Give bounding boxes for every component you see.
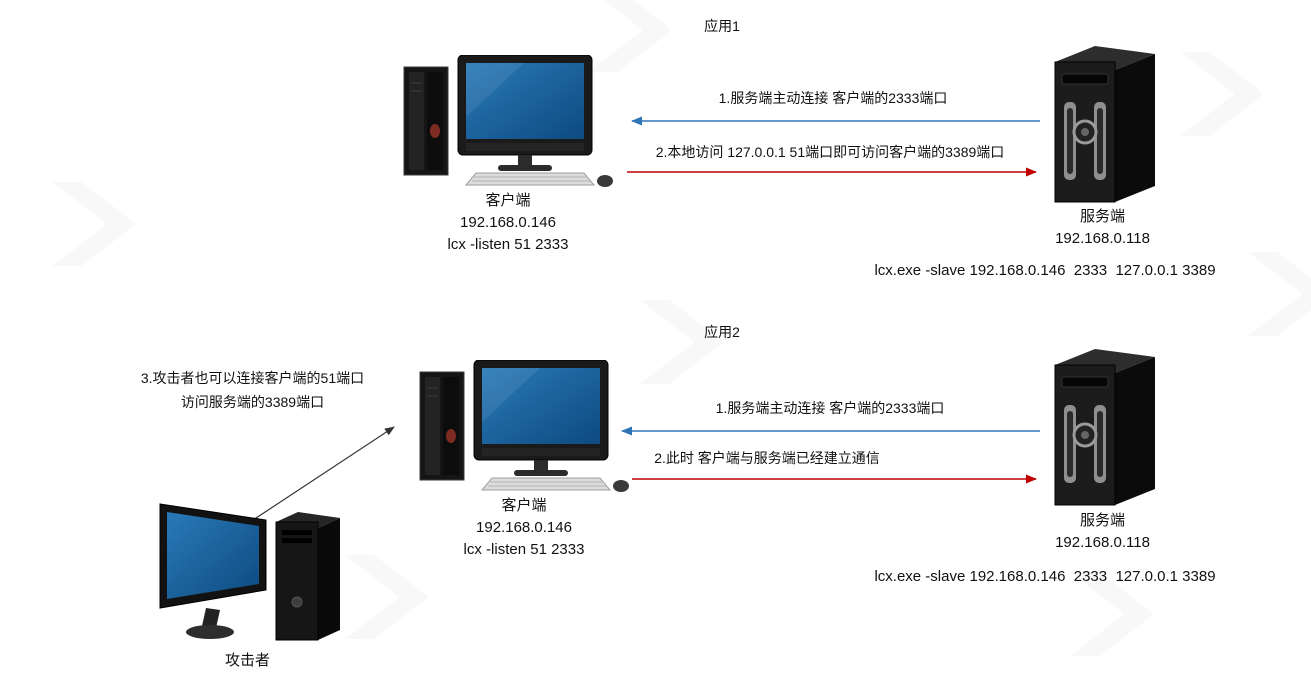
app1-server-caption: 服务端 192.168.0.118 — [1030, 206, 1175, 250]
app1-client-computer — [402, 55, 614, 187]
server-tower-icon — [1054, 349, 1155, 506]
tower-icon — [419, 371, 465, 481]
app1-server-command: lcx.exe -slave 192.168.0.146 2333 127.0.… — [874, 262, 1216, 279]
app2-client-computer — [418, 360, 630, 492]
app2-red-arrow-label: 2.此时 客户端与服务端已经建立通信 — [654, 450, 880, 466]
monitor-icon — [473, 360, 609, 476]
tower-icon — [403, 66, 449, 176]
app2-attacker-computer — [158, 490, 353, 652]
background-chevron — [1180, 52, 1264, 136]
desktop-computer-icon — [403, 55, 613, 187]
desktop-computer-icon — [419, 360, 629, 492]
monitor-icon — [457, 55, 593, 171]
monitor-icon — [159, 503, 267, 639]
app2-client-command: lcx -listen 51 2333 — [463, 541, 585, 558]
app2-server — [1040, 343, 1165, 511]
background-chevron — [52, 182, 136, 266]
mouse-icon — [613, 480, 629, 492]
app2-blue-arrow-label: 1.服务端主动连接 客户端的2333端口 — [715, 400, 945, 416]
app2-client-name: 客户端 — [501, 497, 547, 514]
app2-attacker-name: 攻击者 — [224, 652, 270, 669]
app2-client-caption: 客户端 192.168.0.146 lcx -listen 51 2333 — [414, 495, 634, 561]
app1-client-caption: 客户端 192.168.0.146 lcx -listen 51 2333 — [398, 190, 618, 256]
app2-client-ip: 192.168.0.146 — [476, 519, 572, 536]
app1-client-name: 客户端 — [485, 192, 531, 209]
app1-server-name: 服务端 — [1079, 208, 1125, 225]
app1-server — [1040, 40, 1165, 208]
background-chevron — [640, 300, 724, 384]
app2-attacker-note-line1: 3.攻击者也可以连接客户端的51端口 — [140, 370, 365, 386]
app1-red-arrow-label: 2.本地访问 127.0.0.1 51端口即可访问客户端的3389端口 — [655, 144, 1005, 160]
app1-title: 应用1 — [704, 18, 740, 34]
app2-attacker-note: 3.攻击者也可以连接客户端的51端口 访问服务端的3389端口 — [95, 366, 410, 414]
app2-attacker-note-line2: 访问服务端的3389端口 — [180, 394, 325, 410]
tower-icon — [275, 512, 340, 641]
app2-server-name: 服务端 — [1079, 512, 1125, 529]
app2-server-ip: 192.168.0.118 — [1055, 534, 1150, 551]
attacker-computer-icon — [159, 503, 340, 641]
background-chevron — [345, 555, 429, 639]
app2-attacker-caption: 攻击者 — [170, 650, 325, 672]
keyboard-icon — [464, 172, 596, 186]
app2-server-command: lcx.exe -slave 192.168.0.146 2333 127.0.… — [874, 568, 1216, 585]
app2-title: 应用2 — [704, 324, 740, 340]
app1-client-ip: 192.168.0.146 — [460, 214, 556, 231]
mouse-icon — [597, 175, 613, 187]
keyboard-icon — [480, 477, 612, 491]
server-tower-icon — [1054, 46, 1155, 203]
app1-blue-arrow-label: 1.服务端主动连接 客户端的2333端口 — [718, 90, 948, 106]
app2-server-caption: 服务端 192.168.0.118 — [1030, 510, 1175, 554]
app1-client-command: lcx -listen 51 2333 — [447, 236, 569, 253]
app1-server-ip: 192.168.0.118 — [1055, 230, 1150, 247]
